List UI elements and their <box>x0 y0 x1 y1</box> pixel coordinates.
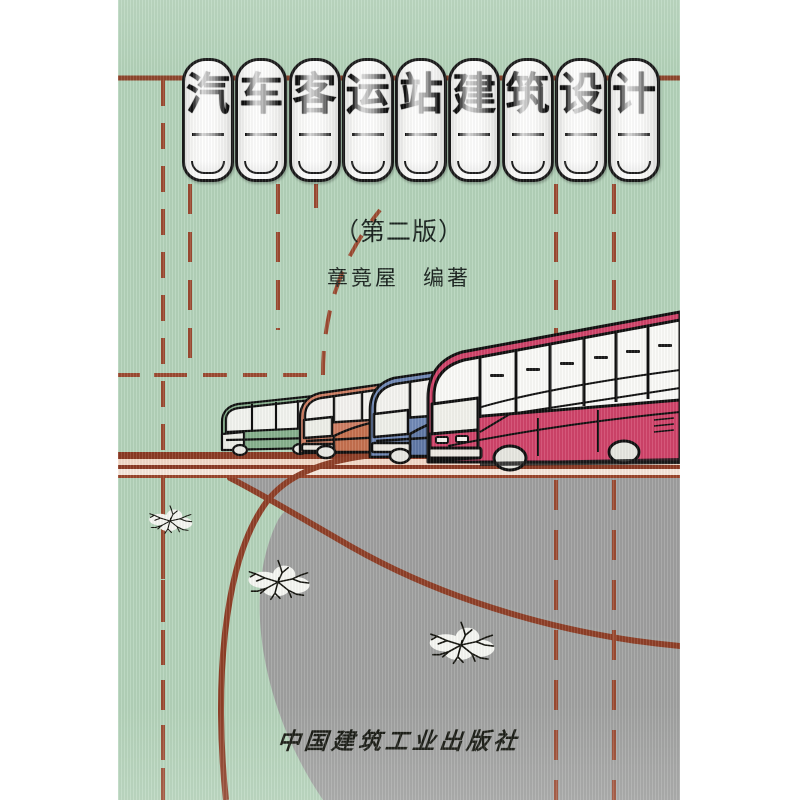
capsule-base <box>563 161 598 174</box>
title-capsule-6: 建 <box>448 58 501 182</box>
pavement-shape <box>230 472 680 640</box>
bus2-wheel-front <box>315 444 337 460</box>
title-capsule-2: 车 <box>235 58 288 182</box>
title-capsule-5: 站 <box>395 58 447 182</box>
bus1-wheel-front <box>231 443 249 457</box>
road-stripe-light-lower <box>118 469 680 475</box>
publisher-name: 中国建筑工业出版社 <box>275 728 522 755</box>
bus4-skirt-line <box>479 387 680 433</box>
title-char-4: 运 <box>345 69 390 120</box>
bus4-window-vents <box>490 344 672 377</box>
capsule-rule <box>405 133 437 136</box>
title-capsule-9: 计 <box>608 58 660 182</box>
bus-red-large <box>426 310 680 472</box>
site-plan-grid-lines-foreground <box>161 480 616 800</box>
title-capsule-8: 设 <box>554 58 607 182</box>
kerb-radius-dashed <box>321 208 382 376</box>
author-byline: 章竟屋 编著 <box>327 266 471 290</box>
capsule-base <box>617 161 651 174</box>
road-stripe-dark-mid <box>118 465 680 469</box>
title-char-1: 汽 <box>186 69 230 120</box>
title-capsule-7: 筑 <box>501 58 554 182</box>
capsule-rule <box>351 133 384 136</box>
title-char-2: 车 <box>239 69 284 120</box>
capsule-rule <box>245 133 278 136</box>
title-char-7: 筑 <box>505 69 550 120</box>
title-capsule-4: 运 <box>341 58 394 182</box>
capsule-base <box>297 161 332 174</box>
book-cover: 汽 车 客 运 <box>118 0 680 800</box>
capsule-base <box>404 161 438 174</box>
bus4-bumper <box>427 446 483 460</box>
capsule-rule <box>298 133 331 136</box>
bus4-rear-grille <box>653 417 675 433</box>
road-stripe-dark-bottom <box>118 475 680 478</box>
bus4-headlights <box>435 435 469 444</box>
bus4-wheel-front <box>492 444 528 472</box>
title-capsule-3: 客 <box>288 58 341 182</box>
title-capsule-row: 汽 车 客 运 <box>182 58 660 184</box>
road-kerb-sweep <box>218 447 449 800</box>
bus4-waist-line <box>447 411 680 447</box>
capsule-rule <box>564 133 597 136</box>
bus3-windshield <box>372 408 410 439</box>
edition-label: （第二版） <box>333 217 464 246</box>
title-capsule-1: 汽 <box>182 58 234 182</box>
bus2-windshield <box>302 415 334 440</box>
bus4-glazing <box>432 318 680 422</box>
capsule-rule <box>192 133 224 136</box>
capsule-base <box>457 161 492 174</box>
capsule-base <box>244 161 279 174</box>
capsule-rule <box>458 133 491 136</box>
bus4-windshield <box>430 396 480 436</box>
capsule-base <box>191 161 225 174</box>
title-char-3: 客 <box>292 69 337 120</box>
capsule-base <box>510 161 545 174</box>
bus-small-green <box>220 394 316 457</box>
title-char-8: 设 <box>558 69 603 120</box>
title-char-6: 建 <box>452 69 497 120</box>
capsule-rule <box>511 133 544 136</box>
bus4-underbody <box>480 458 680 466</box>
bus4-shoulder-line <box>477 369 680 409</box>
coach-illustration <box>220 310 680 472</box>
capsule-base <box>350 161 385 174</box>
title-char-9: 计 <box>612 69 656 120</box>
title-char-5: 站 <box>399 69 443 120</box>
capsule-rule <box>618 133 650 136</box>
bus3-wheel-front <box>388 447 412 465</box>
